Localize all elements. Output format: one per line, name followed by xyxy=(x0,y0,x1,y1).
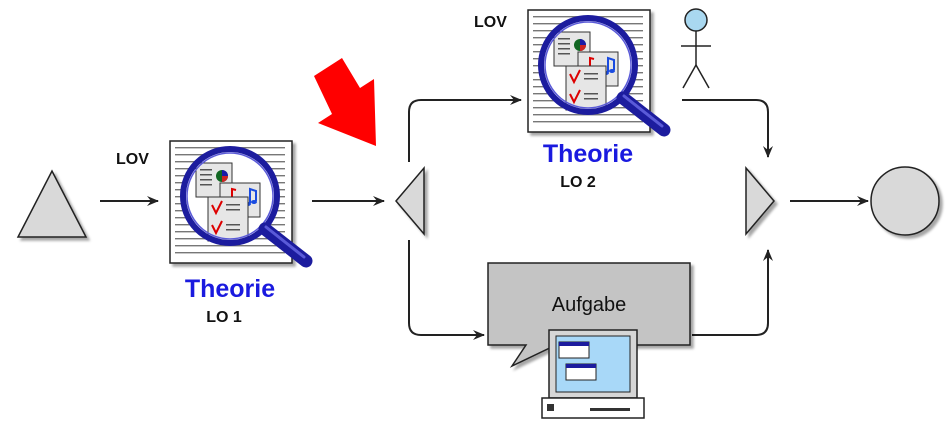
user-figure-icon xyxy=(681,8,711,89)
computer-icon xyxy=(541,329,645,419)
lo1-id-label: LO 1 xyxy=(206,309,242,326)
lo1-tag-label: LOV xyxy=(116,151,149,168)
connectors xyxy=(100,95,869,340)
lo2-tag-label: LOV xyxy=(474,14,507,31)
lo2-document-icon xyxy=(528,10,664,132)
lo2-id-label: LO 2 xyxy=(560,174,596,191)
arrow-branch-to-lo2 xyxy=(408,95,522,162)
lo2-title: Theorie xyxy=(543,140,633,168)
start-triangle xyxy=(16,169,88,238)
red-pointer-arrow xyxy=(314,58,376,146)
join-node xyxy=(745,165,775,237)
branch-node xyxy=(395,165,425,237)
arrow-lo2-to-join xyxy=(682,99,773,158)
end-circle xyxy=(870,166,940,236)
task-speech-bubble xyxy=(487,262,691,368)
task-label: Aufgabe xyxy=(552,294,627,316)
arrow-task-to-join xyxy=(692,249,773,336)
lo1-document-icon xyxy=(170,141,306,263)
arrow-branch-to-task xyxy=(408,240,485,340)
lo1-title: Theorie xyxy=(185,275,275,303)
